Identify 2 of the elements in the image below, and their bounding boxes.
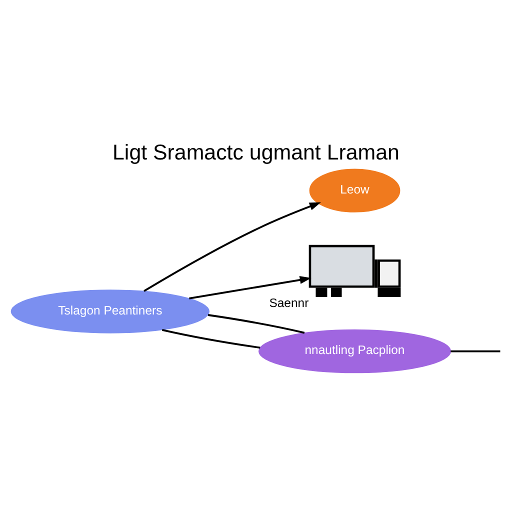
node-label: Saennr xyxy=(269,296,309,310)
diagram-title: Ligt Sramactc ugmant Lraman xyxy=(112,140,400,164)
